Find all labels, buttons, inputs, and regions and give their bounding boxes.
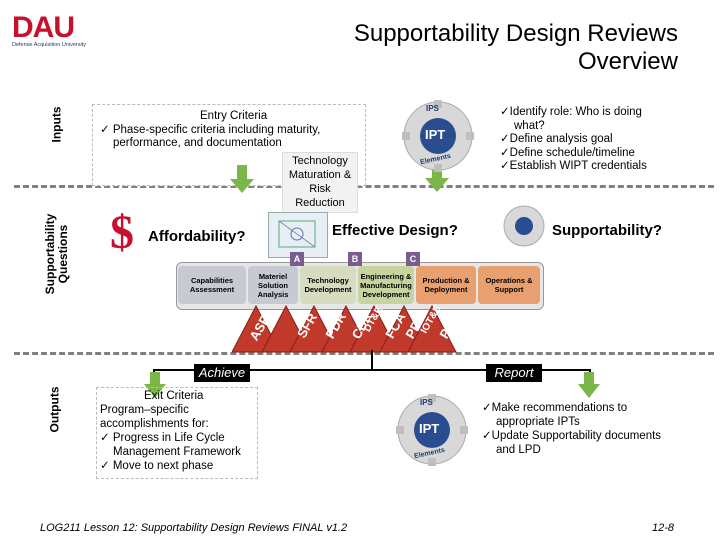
page-title-line1: Supportability Design Reviews [353,20,678,47]
tmrr-line2: Maturation & [288,169,352,181]
ipt-badge-top-ips: IPS [426,104,439,113]
gear-icon [503,205,545,247]
exit-criteria-heading: Exit Criteria [144,390,204,402]
inputs-label: Inputs [49,106,64,143]
dau-logo-subtext: Defense Acquisition University [12,42,86,48]
phase-pd: Production & Deployment [416,266,476,304]
entry-criteria-item: Phase-specific criteria including maturi… [100,124,350,137]
achieve-chip: Achieve [194,364,250,382]
exit-criteria-line1: Program–specific [100,404,189,416]
tmrr-box: Technology Maturation & Risk Reduction [282,152,358,213]
ipt-role-item: Identify role: Who is doing [500,106,710,120]
review-sfr: SFR [294,310,320,341]
review-pdr: PDR [322,309,350,342]
separator-bottom [14,352,714,355]
dau-logo-text: DAU [12,11,75,44]
tmrr-line1: Technology [292,155,348,167]
phase-os: Operations & Support [478,266,540,304]
exit-criteria-line2: accomplishments for: [100,418,209,430]
ipt-badge-bottom: IPS IPT Elements [394,392,470,468]
exit-criteria-item: Move to next phase [100,460,213,473]
tmrr-line4: Reduction [295,197,345,209]
ipt-badge-bottom-center: IPT [419,421,440,436]
phase-emd: Engineering & Manufacturing Development [358,266,414,304]
phase-td: Technology Development [300,266,356,304]
review-fca: FCA [382,310,409,341]
entry-criteria-item-cont: performance, and documentation [113,137,282,149]
report-item: Make recommendations to [482,401,702,415]
report-item-cont: appropriate IPTs [496,416,580,428]
exit-criteria-item: Progress in Life Cycle [100,432,225,445]
achieve-arrow-icon [144,372,166,398]
effective-design-question: Effective Design? [332,222,458,239]
design-reviews-triangles [232,304,457,353]
ipt-role-item: Define schedule/timeline [500,147,710,161]
report-arrow-icon [578,372,600,398]
dollar-icon: $ [110,206,134,259]
entry-arrow-right-icon [425,162,449,192]
review-asr: ASR [246,311,274,344]
affordability-question: Affordability? [148,228,246,245]
footer-course-title: LOG211 Lesson 12: Supportability Design … [40,522,348,534]
ipt-role-checklist: Identify role: Who is doing what? Define… [500,106,710,174]
separator-top [14,185,714,188]
page-title: Supportability Design Reviews Overview [178,20,678,76]
review-labels: ASR SFR PDR CDR DT&E FCA PRR IOT&E PCA [232,304,472,354]
blueprint-icon [278,220,316,248]
supportability-questions-label: Supportability Questions [43,194,72,314]
entry-criteria-heading: Entry Criteria [200,110,268,122]
report-checklist: Make recommendations to appropriate IPTs… [482,401,702,457]
phase-msa: Materiel Solution Analysis [248,266,298,304]
report-item-cont: and LPD [496,444,541,456]
ipt-badge-bottom-ips: IPS [420,398,433,407]
ipt-badge-top-center: IPT [425,127,446,142]
page-title-line2: Overview [577,48,678,75]
ipt-role-item: Establish WIPT credentials [500,160,710,174]
report-item: Update Supportability documents [482,429,702,443]
report-chip: Report [486,364,542,382]
milestone-b: B [348,252,362,266]
milestone-a: A [290,252,304,266]
footer-page-number: 12-8 [652,522,675,534]
gear-icon [396,394,468,466]
dau-logo: DAU Defense Acquisition University [12,12,112,52]
milestone-c: C [406,252,420,266]
phase-capabilities: Capabilities Assessment [178,266,246,304]
tmrr-line3: Risk [309,183,331,195]
ipt-role-item-cont: what? [514,119,545,132]
outputs-label: Outputs [47,386,62,433]
exit-criteria-item-text: Progress in Life Cycle [112,432,225,444]
ipt-badge-top: IPS IPT Elements [400,98,476,174]
exit-criteria-item-cont: Management Framework [113,446,241,458]
ipt-badge-small [502,204,546,248]
entry-criteria-item-text: Phase-specific criteria including maturi… [112,124,321,136]
gear-icon [402,100,474,172]
design-drawing-image [268,212,328,258]
entry-arrow-left-icon [230,165,254,193]
ipt-role-item: Define analysis goal [500,133,710,147]
supportability-question: Supportability? [552,222,662,239]
exit-criteria-item-text: Move to next phase [112,460,214,472]
exit-criteria-box [96,387,258,479]
questions-label-line2: Questions [56,224,70,284]
